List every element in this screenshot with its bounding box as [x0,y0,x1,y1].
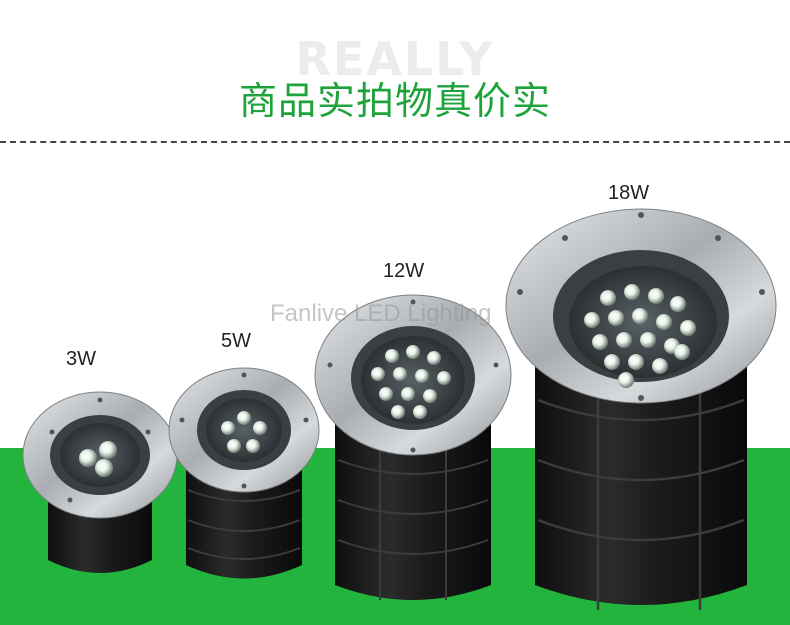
dashed-divider [0,141,790,143]
product-18w [505,208,777,610]
watermark-text: Fanlive LED Lighting [270,300,492,327]
wattage-label-12w: 12W [383,260,425,282]
wattage-label-5w: 5W [221,330,251,352]
page-title: 商品实拍物真价实 [238,79,551,123]
product-5w [168,367,320,579]
background-word: REALLY [295,32,495,86]
wattage-label-18w: 18W [608,182,650,204]
product-3w [22,391,178,573]
wattage-label-3w: 3W [66,348,96,370]
product-12w [314,294,512,600]
